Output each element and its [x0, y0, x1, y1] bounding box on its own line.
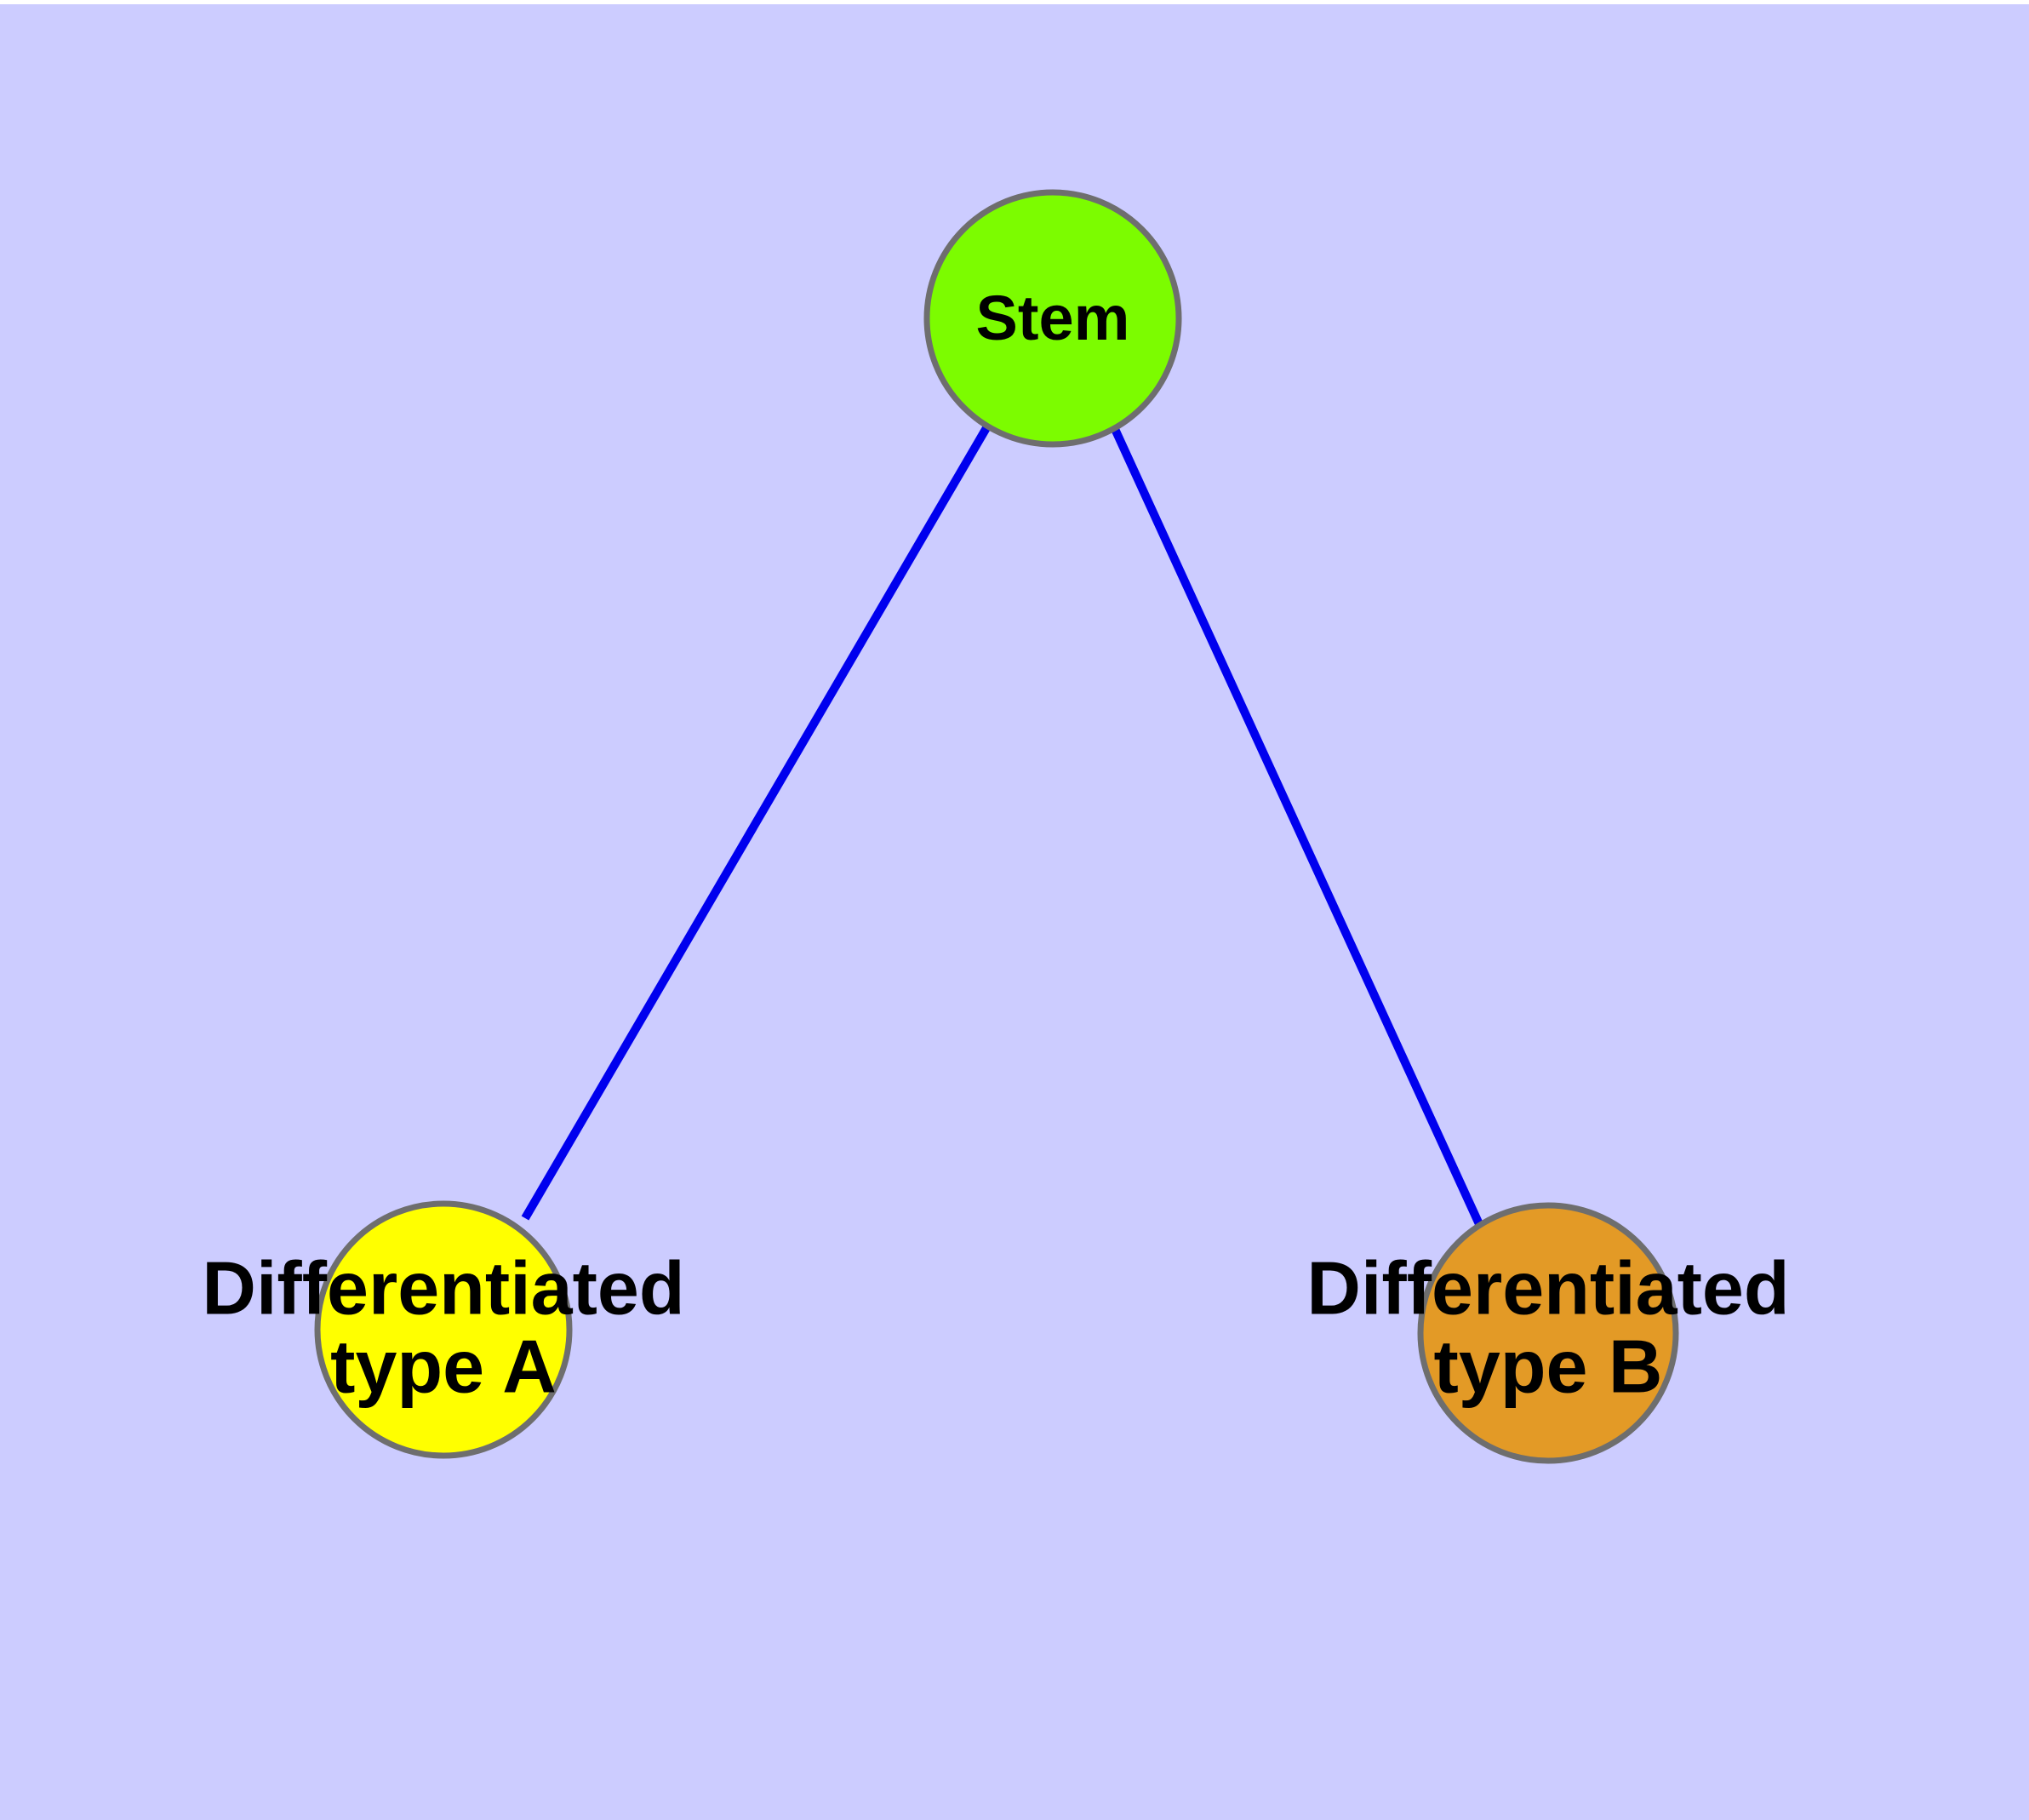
node-layer: [314, 189, 1679, 1464]
node-stem-circle[interactable]: [923, 189, 1182, 448]
node-type-b-circle[interactable]: [1417, 1202, 1679, 1464]
node-type-a-circle[interactable]: [314, 1200, 573, 1459]
edge-stem-to-type-b: [1111, 426, 1483, 1227]
canvas-top-strip: [0, 0, 2029, 4]
edge-layer: [521, 424, 1483, 1227]
edge-stem-to-type-a: [521, 424, 992, 1221]
